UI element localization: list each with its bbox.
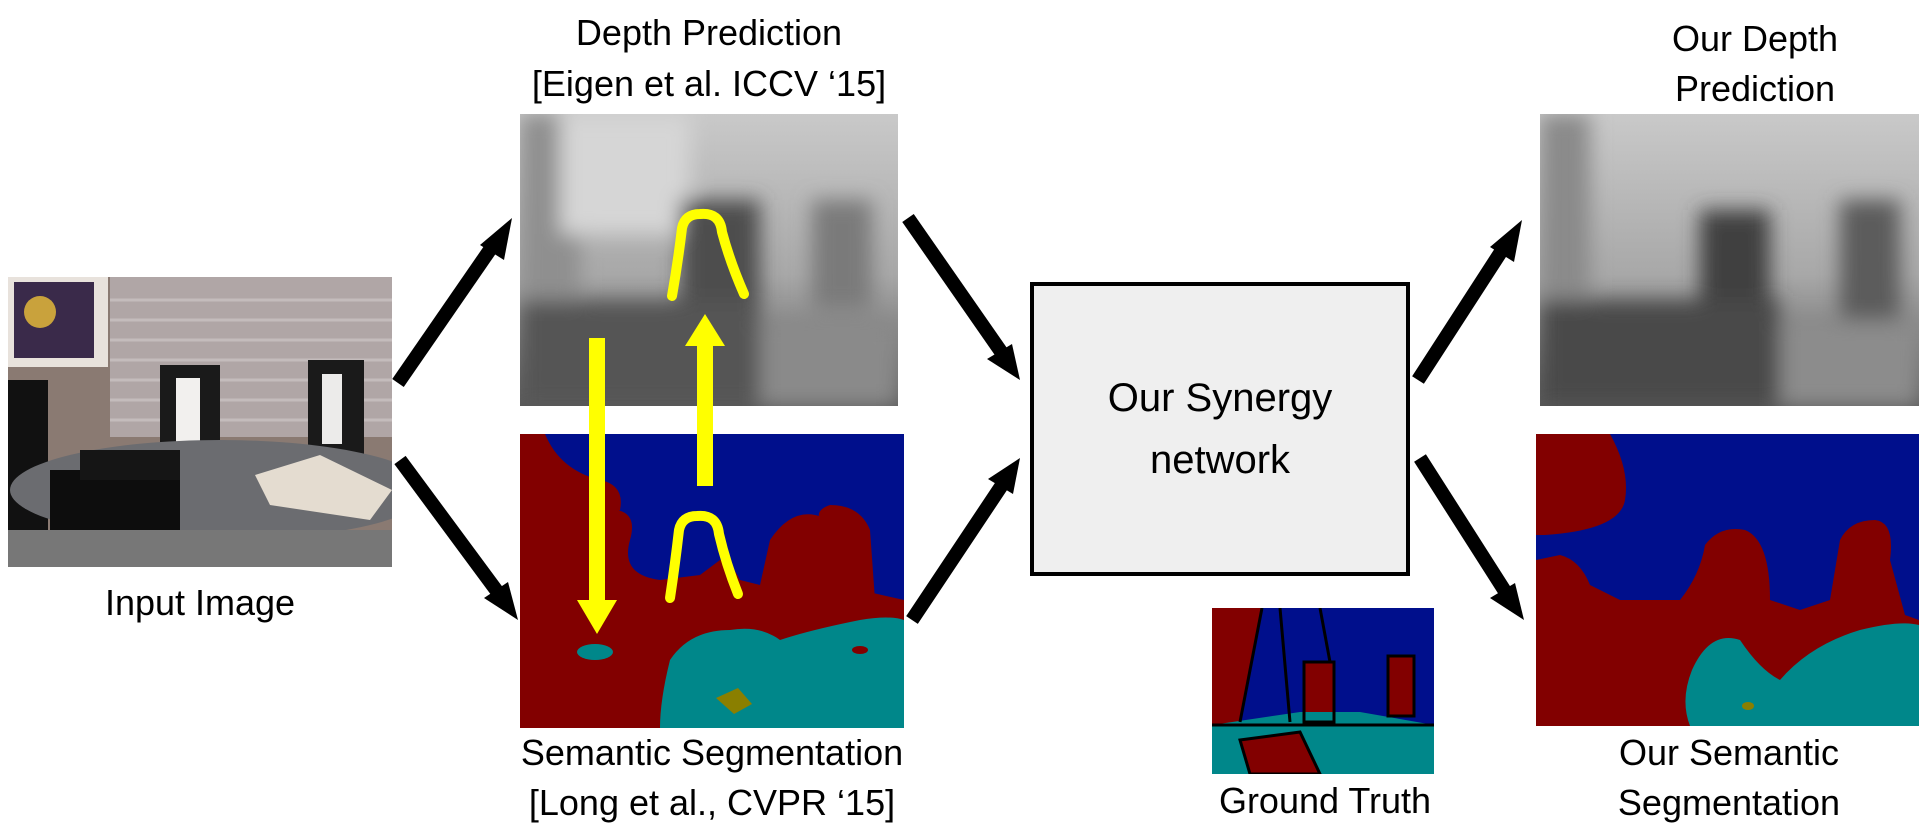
our-segmentation-label-line2: Segmentation [1617,782,1841,823]
arrow-input-to-depth [392,218,512,387]
arrow-input-to-segmentation [394,455,518,620]
baseline-segmentation-image [520,434,904,728]
arrow-segmentation-to-network [906,458,1020,624]
our-segmentation-label-line1: Our Semantic [1618,732,1840,773]
baseline-depth-title: Depth Prediction [575,12,843,53]
ground-truth-label: Ground Truth [1218,780,1432,821]
network-label-line1: Our Synergy [1107,376,1333,420]
baseline-segmentation-title: Semantic Segmentation [520,732,904,773]
our-depth-image [1540,114,1919,406]
our-depth-label-line2: Prediction [1674,68,1836,109]
highlight-outline-segmentation [665,510,743,603]
our-segmentation-image [1536,434,1919,726]
yellow-arrow-up [685,314,725,486]
baseline-depth-image [520,114,898,406]
ground-truth-image [1212,608,1434,774]
input-image [8,277,392,567]
input-image-label: Input Image [104,582,296,623]
our-depth-label-line1: Our Depth [1671,18,1839,59]
synergy-network-box: Our Synergy network [1030,282,1410,576]
arrow-depth-to-network [902,214,1020,380]
network-label-line2: network [1149,438,1291,482]
highlight-outline-depth [667,208,749,301]
baseline-segmentation-citation: [Long et al., CVPR ‘15] [528,782,896,823]
yellow-arrow-down [577,338,617,634]
arrow-network-to-segmentation [1414,454,1524,620]
arrow-network-to-depth [1412,220,1522,384]
baseline-depth-citation: [Eigen et al. ICCV ‘15] [531,63,887,104]
